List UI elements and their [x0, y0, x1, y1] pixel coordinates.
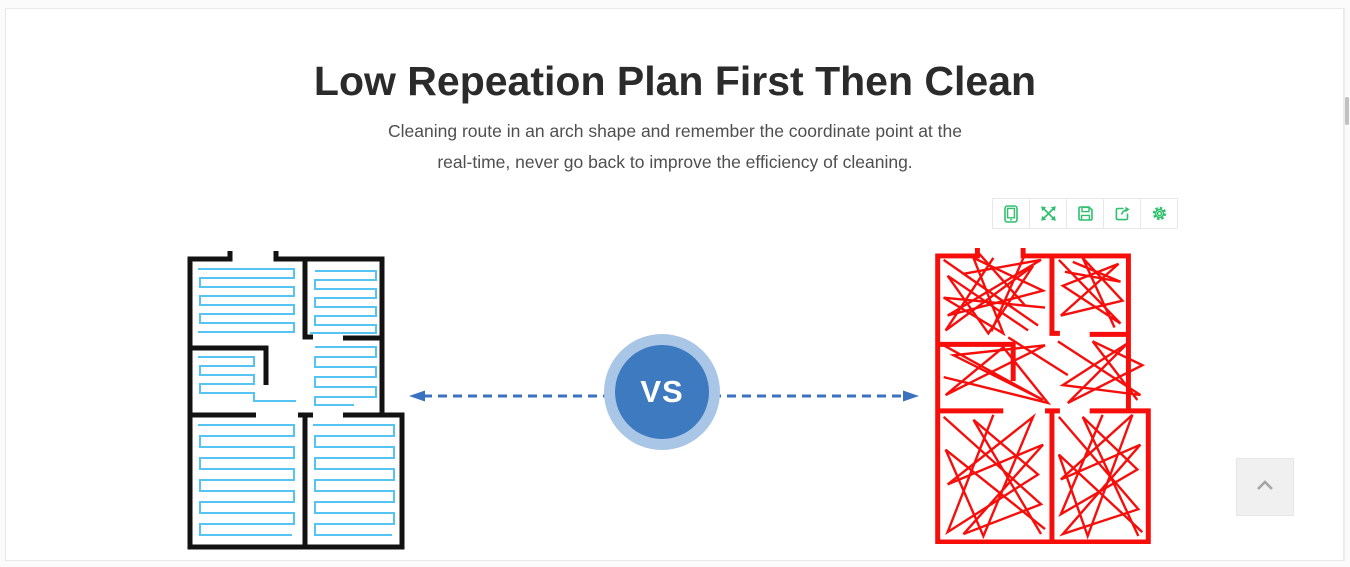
settings-icon	[1151, 205, 1168, 222]
page-title: Low Repeation Plan First Then Clean	[313, 58, 1037, 104]
device-frame-icon	[1003, 204, 1019, 223]
planned-route-floor-plan	[186, 246, 406, 552]
vs-badge-inner: VS	[615, 345, 709, 439]
page-subtitle: Cleaning route in an arch shape and reme…	[0, 116, 1350, 178]
share-button[interactable]	[1104, 199, 1141, 228]
scrollbar-track[interactable]	[1344, 8, 1350, 561]
comparison-arrows	[409, 390, 919, 402]
fullscreen-icon	[1040, 205, 1057, 222]
subtitle-line-2: real-time, never go back to improve the …	[437, 152, 913, 172]
fullscreen-button[interactable]	[1030, 199, 1067, 228]
scrollbar-thumb[interactable]	[1345, 97, 1349, 125]
vs-label: VS	[640, 374, 684, 409]
save-icon	[1077, 205, 1094, 222]
plan-toolbar	[992, 198, 1178, 229]
device-frame-button[interactable]	[993, 199, 1030, 228]
share-icon	[1114, 205, 1131, 222]
settings-button[interactable]	[1141, 199, 1177, 228]
save-button[interactable]	[1067, 199, 1104, 228]
scroll-to-top-button[interactable]	[1236, 458, 1294, 516]
vs-badge: VS	[604, 334, 720, 450]
chevron-up-icon	[1255, 478, 1275, 496]
random-route-floor-plan	[933, 246, 1153, 544]
subtitle-line-1: Cleaning route in an arch shape and reme…	[388, 121, 962, 141]
